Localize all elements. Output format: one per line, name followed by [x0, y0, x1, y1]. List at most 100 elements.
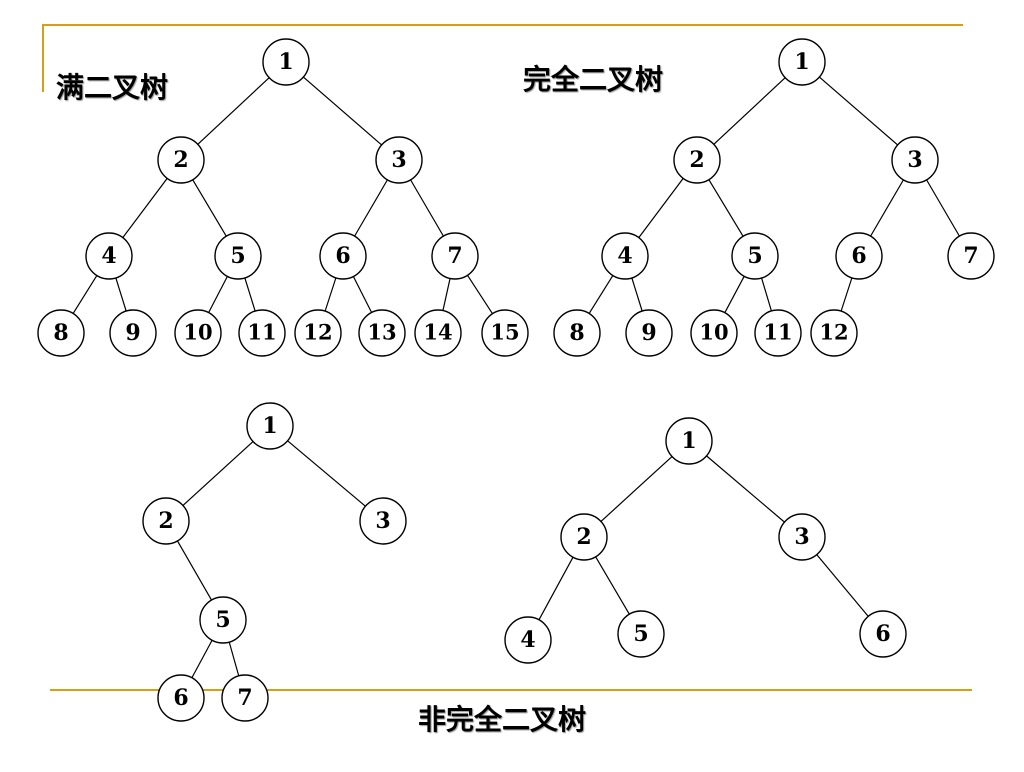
tree-edge-2-5	[708, 179, 744, 237]
tree-edge-5-10	[724, 276, 745, 313]
node-circle	[319, 232, 367, 280]
tree-node-3: 3	[891, 136, 939, 184]
node-circle	[481, 309, 529, 357]
node-label: 3	[375, 508, 390, 534]
node-label: 12	[303, 320, 332, 345]
node-label: 2	[173, 147, 188, 173]
tree-node-2: 2	[673, 136, 721, 184]
node-circle	[947, 232, 995, 280]
tree-node-13: 13	[358, 309, 406, 357]
node-circle	[157, 674, 205, 722]
tree-node-2: 2	[560, 513, 608, 561]
node-circle	[157, 136, 205, 184]
tree-node-3: 3	[375, 136, 423, 184]
node-label: 13	[367, 320, 396, 345]
node-circle	[431, 232, 479, 280]
node-label: 11	[763, 320, 792, 345]
tree-edge-1-3	[287, 440, 366, 507]
tree-edge-3-6	[870, 179, 904, 237]
tree-node-5: 5	[617, 610, 665, 658]
node-label: 8	[569, 320, 584, 346]
node-circle	[37, 309, 85, 357]
tree-edge-4-9	[115, 277, 127, 312]
tree-edge-1-2	[713, 77, 786, 145]
node-circle	[810, 309, 858, 357]
node-circle	[246, 402, 294, 450]
node-circle	[238, 309, 286, 357]
tree-edge-3-6	[354, 179, 388, 237]
node-label: 8	[53, 320, 68, 346]
tree-edge-2-5	[192, 179, 227, 237]
node-circle	[358, 309, 406, 357]
tree-edge-2-4	[122, 178, 168, 238]
tree-node-11: 11	[754, 309, 802, 357]
tree-edge-1-3	[706, 455, 785, 523]
tree-edge-7-14	[442, 278, 451, 311]
node-label: 1	[278, 49, 293, 75]
node-circle	[553, 309, 601, 357]
node-label: 12	[819, 320, 848, 345]
caption-full-binary-tree: 满二叉树	[56, 71, 169, 104]
node-circle	[199, 596, 247, 644]
node-circle	[690, 309, 738, 357]
tree-node-4: 4	[504, 616, 552, 664]
node-circle	[174, 309, 222, 357]
node-circle	[835, 232, 883, 280]
node-label: 7	[237, 685, 252, 711]
tree-node-1: 1	[246, 402, 294, 450]
tree-node-6: 6	[157, 674, 205, 722]
tree-node-10: 10	[690, 309, 738, 357]
tree-edge-1-2	[182, 441, 254, 506]
node-circle	[617, 610, 665, 658]
caption-non-complete-binary-tree: 非完全二叉树	[418, 703, 587, 736]
tree-node-7: 7	[947, 232, 995, 280]
node-label: 2	[576, 524, 591, 550]
tree-edge-5-7	[228, 641, 240, 677]
node-label: 3	[907, 147, 922, 173]
tree-node-4: 4	[601, 232, 649, 280]
tree-node-9: 9	[109, 309, 157, 357]
node-circle	[221, 674, 269, 722]
node-label: 1	[262, 413, 277, 439]
node-circle	[778, 38, 826, 86]
tree-node-7: 7	[431, 232, 479, 280]
tree-node-8: 8	[553, 309, 601, 357]
node-circle	[625, 309, 673, 357]
node-label: 4	[520, 627, 535, 653]
slide-decoration	[42, 24, 972, 691]
tree-node-6: 6	[319, 232, 367, 280]
node-label: 6	[851, 243, 866, 269]
node-label: 6	[335, 243, 350, 269]
node-label: 7	[963, 243, 978, 269]
node-label: 9	[125, 320, 140, 346]
tree-edge-3-7	[410, 179, 444, 237]
tree-edge-2-4	[538, 556, 574, 621]
node-label: 7	[447, 243, 462, 269]
node-label: 6	[173, 685, 188, 711]
node-circle	[214, 232, 262, 280]
tree-edge-2-5	[176, 540, 213, 601]
node-label: 15	[490, 320, 519, 345]
node-label: 2	[689, 147, 704, 173]
node-label: 1	[794, 49, 809, 75]
tree-edge-1-3	[818, 76, 899, 146]
node-label: 5	[747, 243, 762, 269]
tree-edge-5-11	[761, 277, 772, 312]
tree-node-3: 3	[778, 513, 826, 561]
node-circle	[601, 232, 649, 280]
tree-edge-1-2	[600, 456, 673, 522]
node-label: 4	[617, 243, 632, 269]
tree-node-6: 6	[835, 232, 883, 280]
tree-edge-3-7	[926, 179, 960, 237]
tree-node-4: 4	[85, 232, 133, 280]
node-circle	[262, 38, 310, 86]
node-label: 4	[101, 243, 116, 269]
tree-node-1: 1	[262, 38, 310, 86]
node-circle	[142, 497, 190, 545]
tree-node-11: 11	[238, 309, 286, 357]
